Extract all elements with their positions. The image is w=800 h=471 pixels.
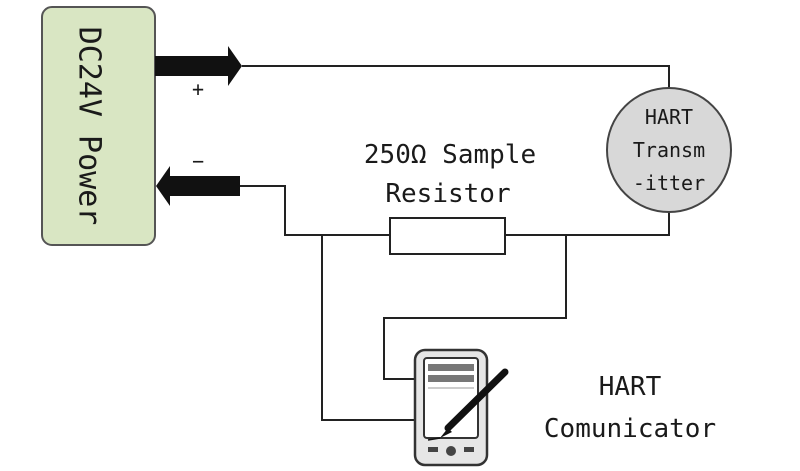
communicator-label-line1: HART (599, 372, 662, 402)
negative-terminal-arrow (156, 166, 240, 206)
resistor-label-line1: 250Ω Sample (364, 140, 536, 170)
transmitter-label-line3: -itter (633, 171, 705, 195)
positive-terminal-arrow (155, 46, 242, 86)
handheld-communicator-icon (413, 348, 489, 467)
hart-transmitter (606, 87, 732, 213)
plus-label: + (192, 77, 204, 101)
circuit-wires (240, 65, 670, 421)
resistor-label-line2: Resistor (385, 179, 510, 209)
sample-resistor (389, 217, 506, 255)
transmitter-label-line2: Transm (633, 138, 705, 162)
power-supply-label: DC24V Power (72, 27, 107, 226)
power-supply-box (41, 6, 156, 246)
transmitter-label-line1: HART (645, 105, 693, 129)
stylus-pen-icon (427, 368, 509, 441)
minus-label: − (192, 149, 204, 173)
communicator-label-line2: Comunicator (544, 414, 716, 444)
